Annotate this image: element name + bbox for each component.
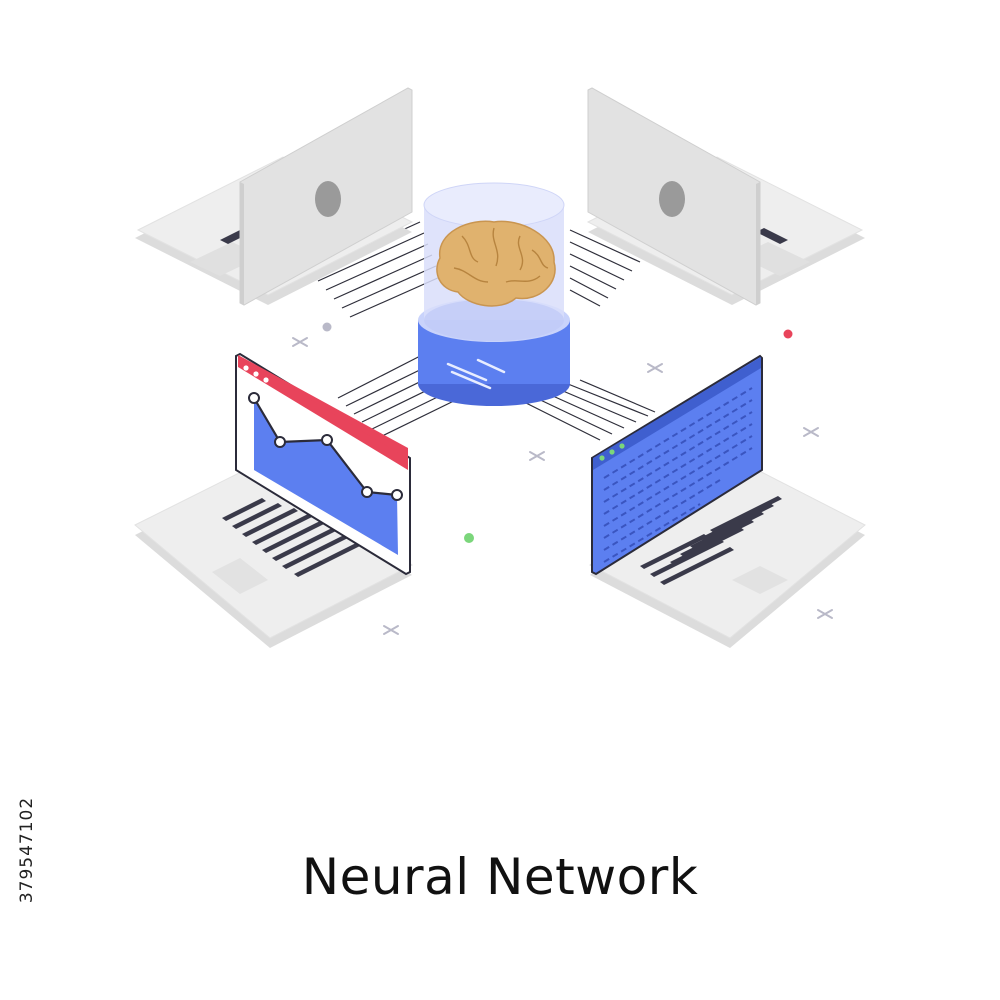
keyboard [640, 496, 782, 585]
laptop-back-top-right [586, 87, 865, 306]
chart-point [391, 489, 403, 501]
laptop-chart-bottom-left [134, 352, 413, 648]
caption-title: Neural Network [301, 848, 699, 906]
brain-icon [436, 220, 556, 307]
laptop-code-bottom-right [589, 354, 866, 648]
accent-dot [783, 329, 793, 339]
stock-id-label: 379547102 [17, 796, 37, 904]
chart-point [321, 434, 333, 446]
accent-dot [464, 533, 474, 543]
accent-dot [322, 322, 332, 332]
chart-point [361, 486, 373, 498]
brain-database-icon [418, 182, 570, 406]
decorative-accents [292, 337, 833, 635]
laptop-back-top-left [135, 87, 414, 306]
wire-bundle-bottom-right [519, 379, 656, 441]
logo-icon [659, 181, 685, 217]
wire-bundle-top-right [569, 229, 641, 307]
keyboard [222, 498, 362, 577]
chart-point [274, 436, 286, 448]
code-lines [603, 387, 753, 563]
logo-icon [315, 181, 341, 217]
chart-point [248, 392, 260, 404]
chart-area [254, 398, 398, 555]
